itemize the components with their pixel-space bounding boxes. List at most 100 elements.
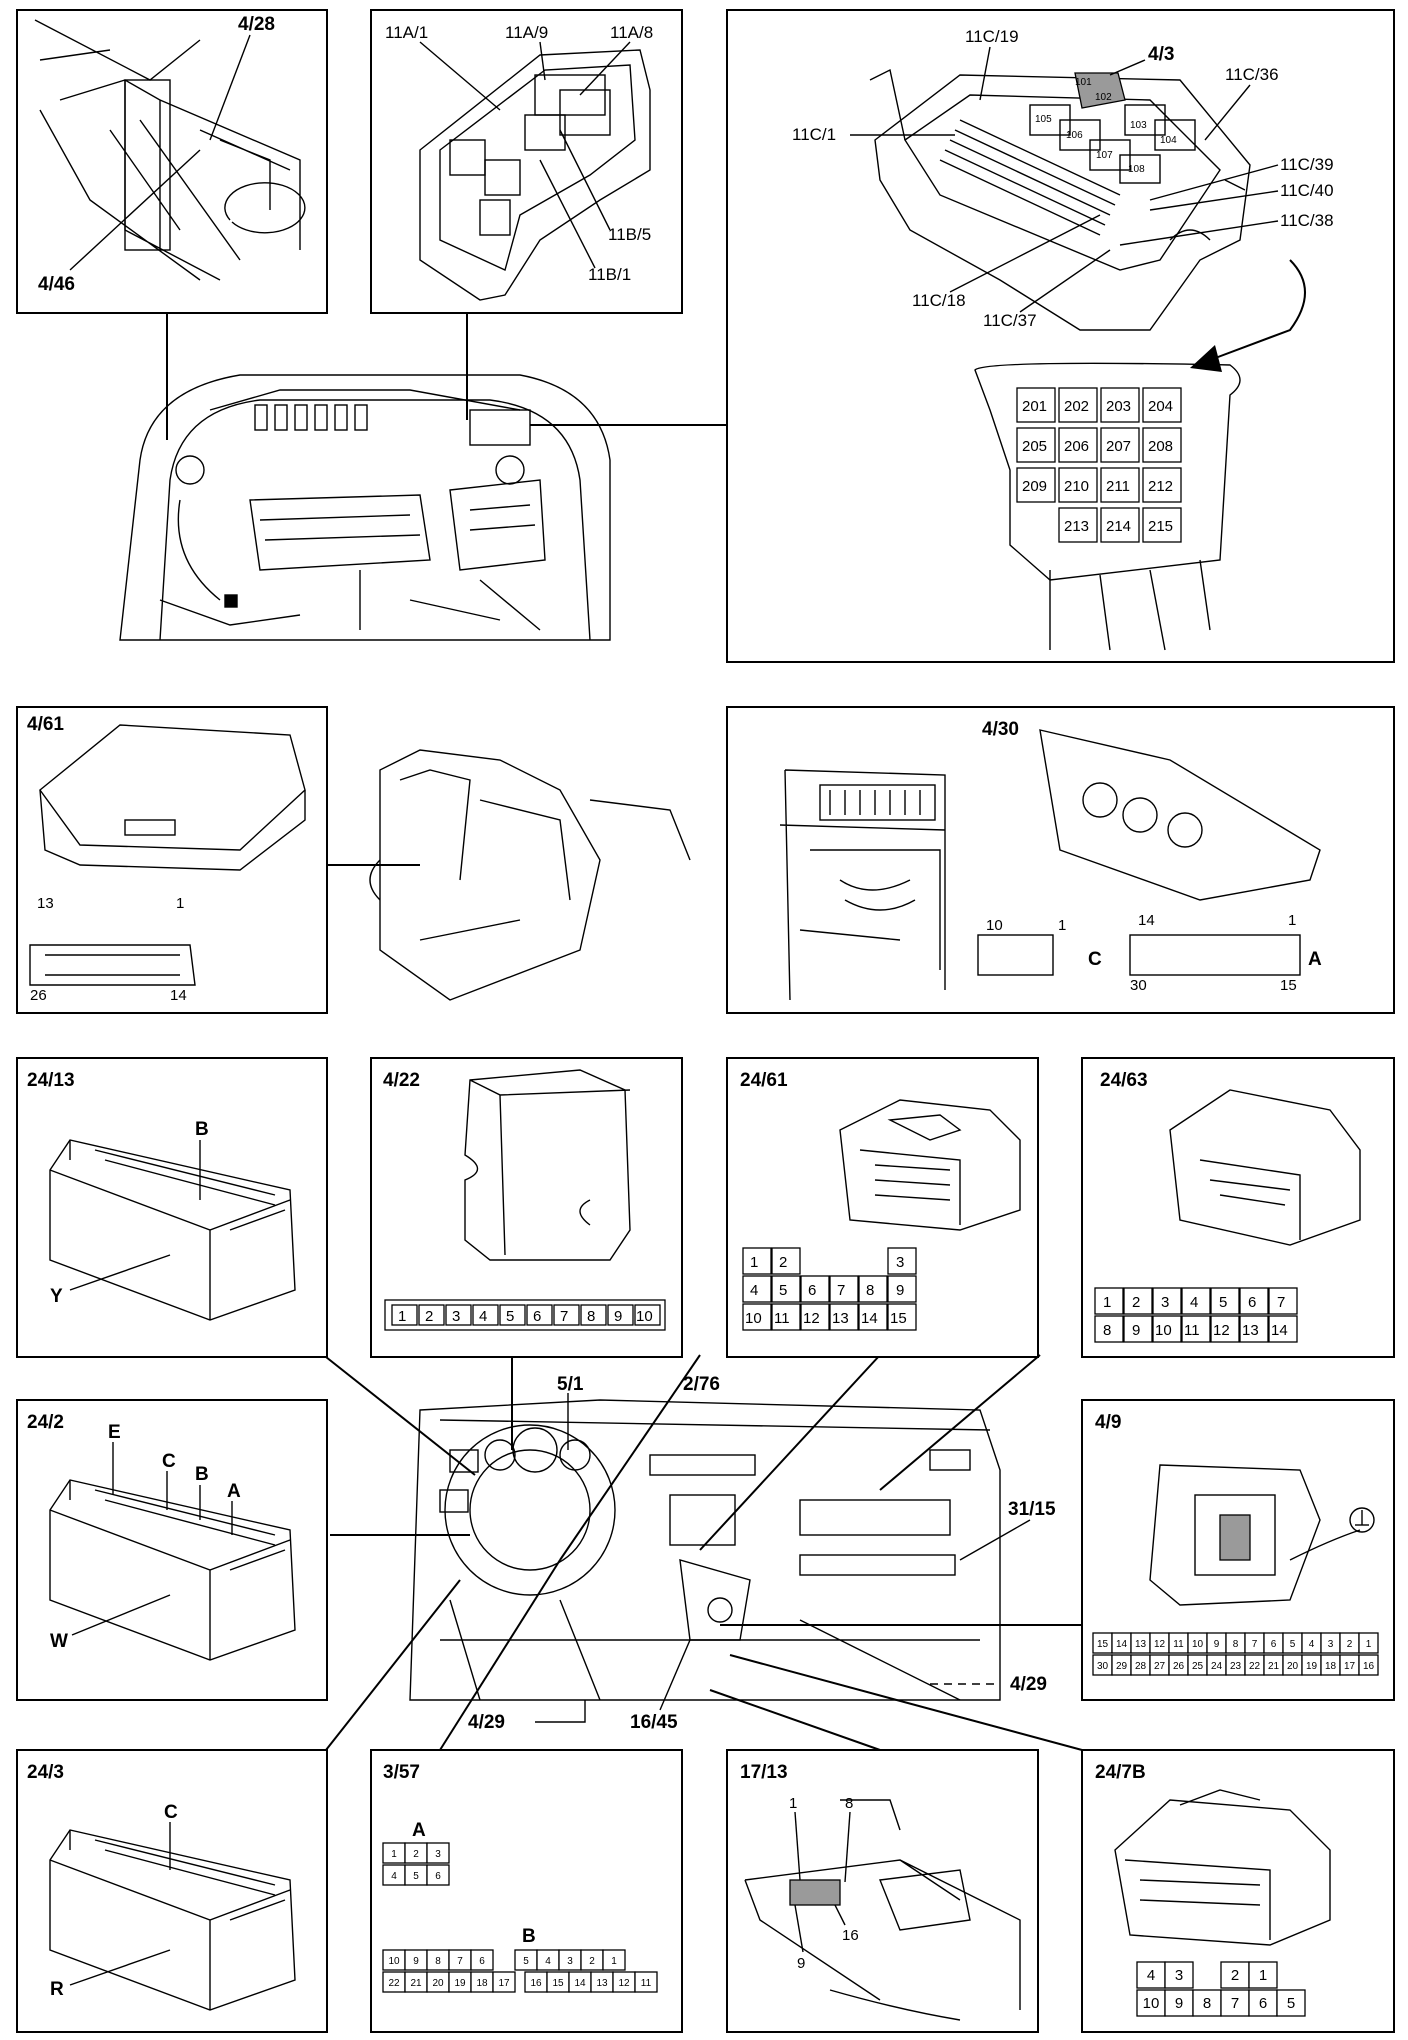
pin-6: 6 — [533, 1308, 541, 1325]
pin-29: 29 — [1116, 1661, 1128, 1672]
pin-4: 4 — [545, 1956, 551, 1967]
label-b: B — [195, 1119, 209, 1140]
pin-1: 1 — [750, 1254, 758, 1271]
pin-11-cell — [634, 1971, 658, 1993]
panel-4-28: 4/28 4/46 — [16, 9, 328, 314]
pin-1: 1 — [789, 1795, 797, 1812]
pin-9: 9 — [1132, 1322, 1140, 1339]
pin-6: 6 — [1259, 1995, 1267, 2012]
fuse-208: 208 — [1148, 438, 1173, 455]
pin-4: 4 — [1309, 1639, 1315, 1650]
pin-3: 3 — [1161, 1294, 1169, 1311]
pin-7: 7 — [1231, 1995, 1239, 2012]
label-11a-8: 11A/8 — [610, 23, 653, 42]
dashboard-illustration: 5/1 2/76 31/15 4/29 4/29 16/45 — [409, 1374, 1056, 1733]
pin-5: 5 — [413, 1871, 419, 1882]
pin-1-cell — [602, 1949, 626, 1971]
label-e: E — [108, 1422, 121, 1443]
pin-8: 8 — [1203, 1995, 1211, 2012]
pin-21: 21 — [410, 1978, 422, 1989]
pin-9: 9 — [614, 1308, 622, 1325]
pin-1: 1 — [391, 1849, 397, 1860]
label-2-76: 2/76 — [683, 1374, 720, 1395]
fuse-205: 205 — [1022, 438, 1047, 455]
pin-4-cell — [1136, 1961, 1166, 1989]
label-5-1: 5/1 — [557, 1374, 584, 1395]
pin-4: 4 — [391, 1871, 397, 1882]
connector-a-label: A — [1308, 949, 1322, 970]
pin-7: 7 — [1252, 1639, 1258, 1650]
connector-c-pin-10: 10 — [986, 917, 1003, 934]
pin-11: 11 — [1184, 1322, 1200, 1339]
panel-4-61: 4/61 13 1 26 14 — [16, 706, 691, 1014]
pin-11: 11 — [774, 1310, 790, 1327]
label-r: R — [50, 1979, 64, 2000]
pin-10: 10 — [1143, 1995, 1160, 2012]
connector-a-pin-14: 14 — [1138, 912, 1155, 929]
connector-c-label: C — [1088, 949, 1102, 970]
pin-15: 15 — [890, 1310, 907, 1327]
panel-title-4-28: 4/28 — [238, 14, 275, 35]
pin-5: 5 — [506, 1308, 514, 1325]
fuse-row-3: 209 210 211 212 — [1016, 467, 1182, 503]
pin-3: 3 — [567, 1956, 573, 1967]
panel-title-4-3: 4/3 — [1148, 44, 1174, 65]
pin-5-cell — [1276, 1989, 1306, 2017]
pin-12: 12 — [1154, 1639, 1166, 1650]
relay-105: 105 — [1035, 114, 1052, 125]
fuse-209: 209 — [1022, 478, 1047, 495]
pin-6: 6 — [1271, 1639, 1277, 1650]
fuse-213: 213 — [1064, 518, 1089, 535]
pin-12: 12 — [618, 1978, 630, 1989]
relay-108: 108 — [1128, 164, 1145, 175]
pin-5: 5 — [523, 1956, 529, 1967]
panel-title-4-9: 4/9 — [1095, 1412, 1121, 1433]
panel-11a-relay-box: 11A/1 11A/9 11A/8 11B/5 11B/1 — [370, 9, 683, 314]
panel-title-24-13: 24/13 — [27, 1070, 75, 1091]
pin-2: 2 — [779, 1254, 787, 1271]
label-c: C — [164, 1802, 178, 1823]
panel-title-24-7b: 24/7B — [1095, 1762, 1146, 1783]
pin-13: 13 — [832, 1310, 849, 1327]
pin-1: 1 — [1366, 1639, 1372, 1650]
pin-7: 7 — [560, 1308, 568, 1325]
pin-15: 15 — [552, 1978, 564, 1989]
panel-24-3: 24/3 C R — [16, 1749, 328, 2033]
pin-1: 1 — [176, 895, 184, 912]
relay-101: 101 — [1075, 77, 1092, 88]
pin-7: 7 — [837, 1282, 845, 1299]
pin-16-cell — [1358, 1654, 1379, 1676]
fuse-row-4: 213 214 215 — [1058, 507, 1182, 543]
pin-20: 20 — [1287, 1661, 1299, 1672]
relay-101-102-shaded — [1074, 72, 1126, 109]
fuse-201: 201 — [1022, 398, 1047, 415]
pin-5: 5 — [1290, 1639, 1296, 1650]
pin-9: 9 — [1175, 1995, 1183, 2012]
pin-14: 14 — [1271, 1322, 1288, 1339]
pin-2: 2 — [1231, 1967, 1239, 1984]
panel-title-17-13: 17/13 — [740, 1762, 788, 1783]
label-w: W — [50, 1631, 68, 1652]
pin-13: 13 — [596, 1978, 608, 1989]
pin-18: 18 — [476, 1978, 488, 1989]
pin-6-cell — [426, 1864, 450, 1886]
pin-5: 5 — [1219, 1294, 1227, 1311]
pin-4: 4 — [750, 1282, 758, 1299]
pin-3: 3 — [452, 1308, 460, 1325]
fuse-row-2: 205 206 207 208 — [1016, 427, 1182, 463]
pin-21: 21 — [1268, 1661, 1280, 1672]
pin-1: 1 — [1259, 1967, 1267, 1984]
panel-title-4-22: 4/22 — [383, 1070, 420, 1091]
panel-4-22: 4/22 1 2 3 4 5 6 7 8 9 10 — [370, 1057, 683, 1358]
pin-1: 1 — [398, 1308, 406, 1325]
pin-27: 27 — [1154, 1661, 1166, 1672]
pin-4: 4 — [1147, 1967, 1155, 1984]
pin-28: 28 — [1135, 1661, 1147, 1672]
fuse-203: 203 — [1106, 398, 1131, 415]
pin-4: 4 — [479, 1308, 487, 1325]
